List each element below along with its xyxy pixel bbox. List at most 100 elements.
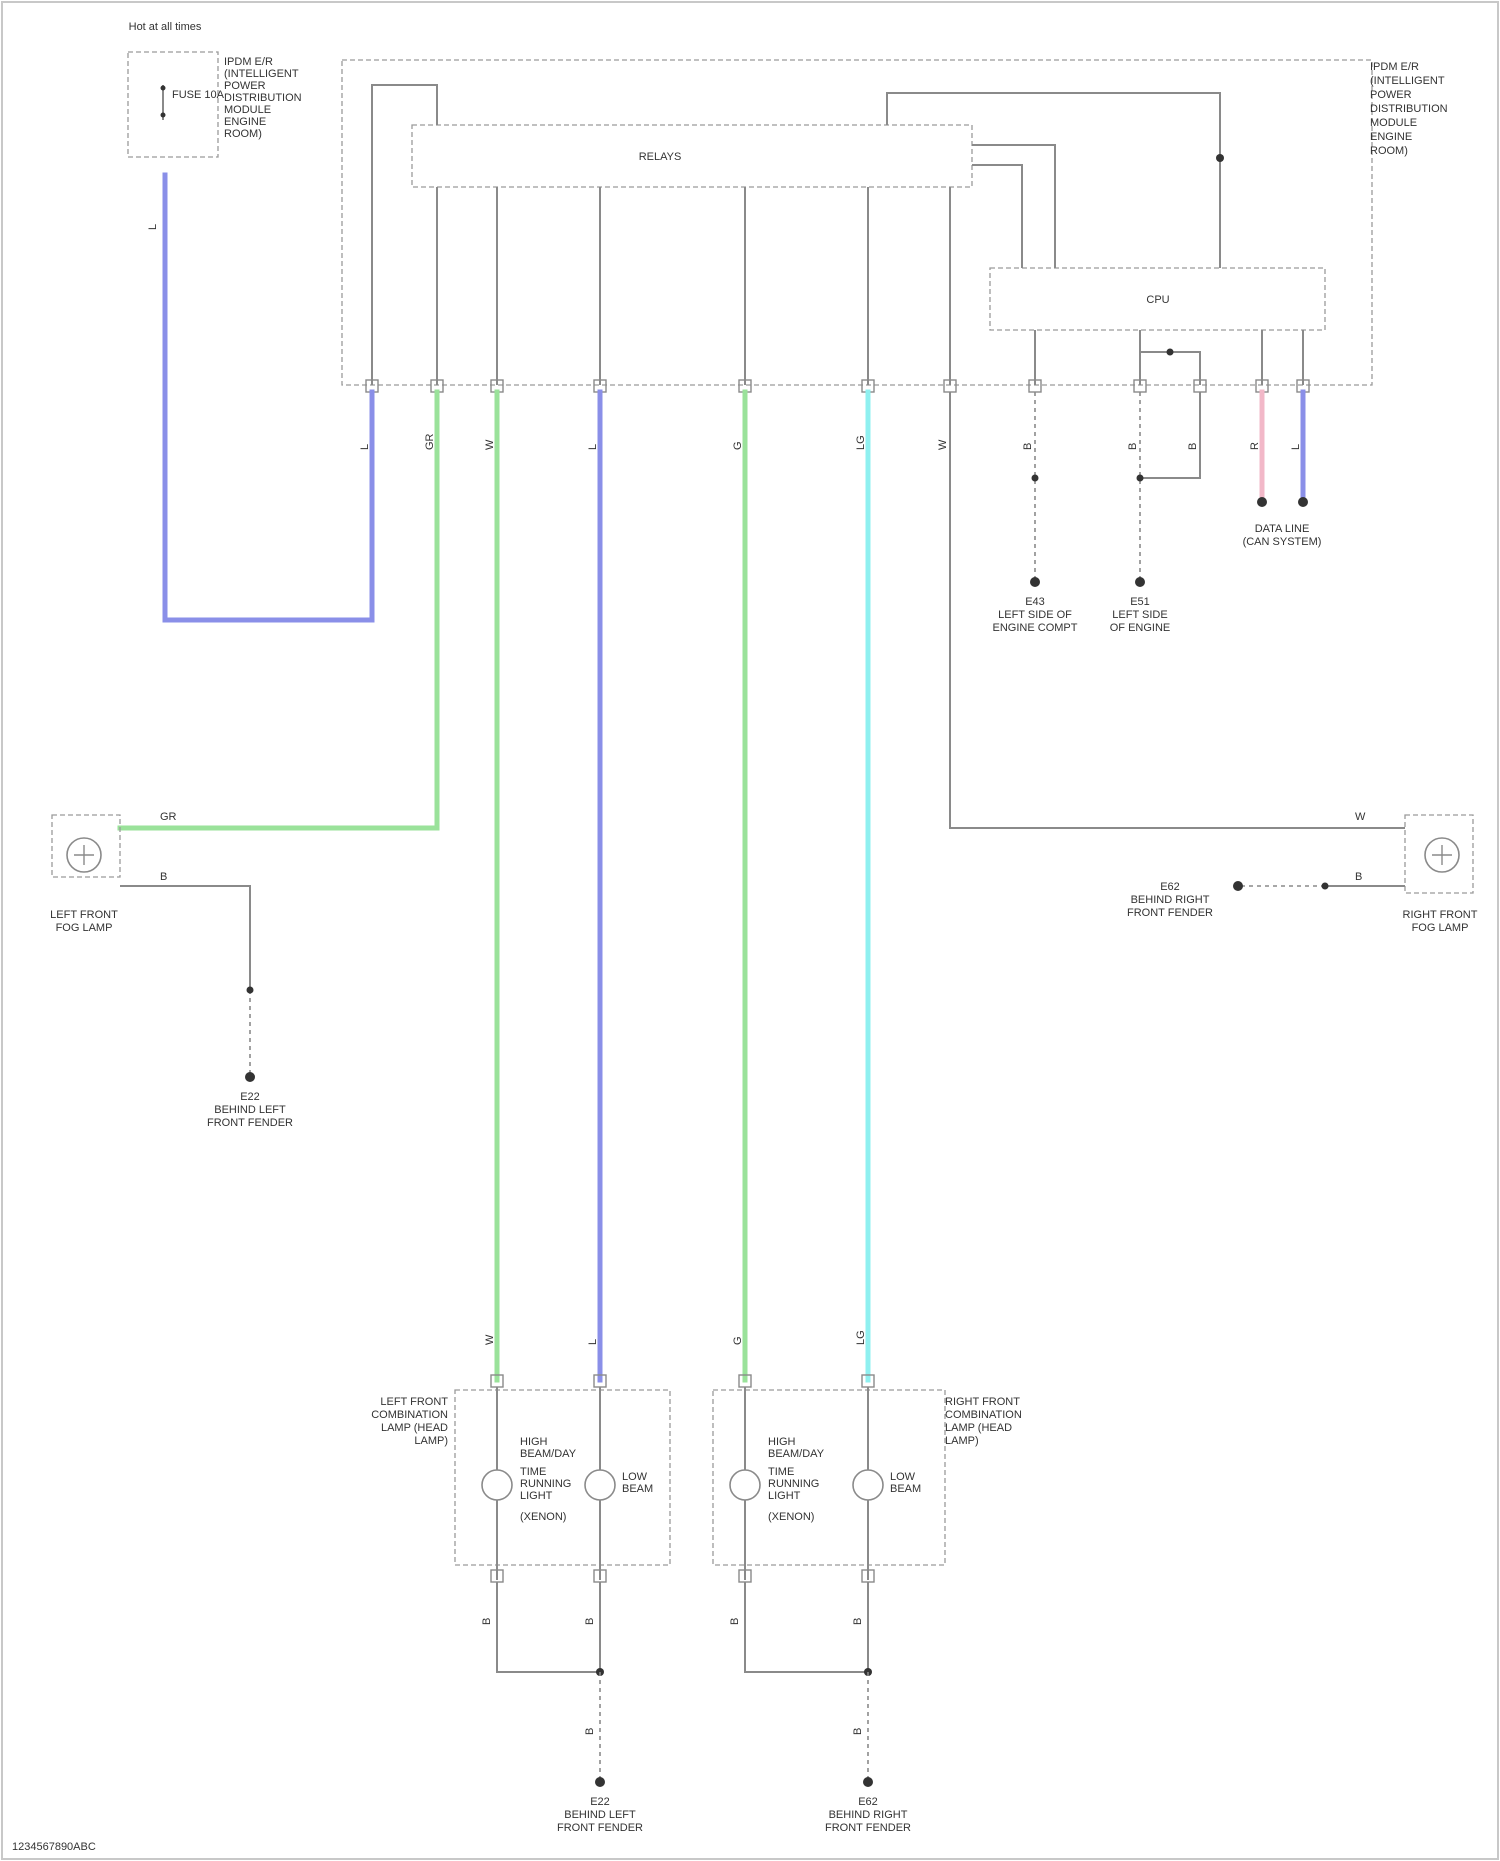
ground-e51-terminal (1135, 577, 1145, 587)
right-combo-ground-terminal (863, 1777, 873, 1787)
right-fog-ground-terminal (1233, 881, 1243, 891)
ipdm-module: RELAYS CPU IPDM E/R (INTELLIGENT POWER D… (342, 60, 1448, 392)
right-high-label-4: LIGHT (768, 1490, 801, 1502)
ipdm-wire-label-6: LG (855, 435, 867, 450)
right-fog-lamp: W B RIGHT FRONT FOG LAMP E62 BEHIND RIGH… (1127, 811, 1478, 934)
right-fog-wire-top: W (1355, 811, 1366, 823)
ipdm-wire-label-9: B (1127, 443, 1139, 450)
ipdm-internal-wire-4 (972, 165, 1022, 268)
fuse-block: Hot at all times FUSE 10A IPDM E/R (INTE… (128, 21, 302, 230)
cpu-label: CPU (1146, 294, 1169, 306)
right-combination-lamp: RIGHT FRONT COMBINATION LAMP (HEAD LAMP)… (713, 1330, 1022, 1834)
ipdm-wire-label-4: L (587, 444, 599, 450)
ipdm-drop-b2 (1140, 330, 1200, 385)
fuse-pin-bottom (161, 113, 166, 118)
left-combo-label-0: LEFT FRONT (380, 1396, 448, 1408)
right-combo-ground-0: E62 (858, 1796, 878, 1808)
right-combo-label-0: RIGHT FRONT (945, 1396, 1020, 1408)
can-label-0: DATA LINE (1255, 523, 1310, 535)
fuse-label: FUSE 10A (172, 89, 225, 101)
ground-e43-label-2: ENGINE COMPT (993, 622, 1078, 634)
right-combo-wire-lg: LG (855, 1330, 867, 1345)
ipdm-wire-label-5: G (732, 441, 744, 450)
can-pin-2 (1298, 497, 1308, 507)
right-high-label-5: (XENON) (768, 1511, 814, 1523)
ipdm-wire-label-7: W (937, 439, 949, 450)
relay-block (412, 125, 972, 187)
right-high-label-0: HIGH (768, 1436, 796, 1448)
ipdm-wire-label-12: L (1290, 444, 1302, 450)
left-high-label-4: LIGHT (520, 1490, 553, 1502)
relay-label: RELAYS (639, 151, 682, 163)
ipdm-side-text-0: IPDM E/R (1370, 61, 1419, 73)
right-fog-wire-bottom: B (1355, 871, 1362, 883)
fuse-block-title: Hot at all times (129, 21, 202, 33)
right-combo-label-3: LAMP) (945, 1435, 979, 1447)
left-combo-ground-terminal (595, 1777, 605, 1787)
left-combo-label-2: LAMP (HEAD (381, 1422, 448, 1434)
ground-e51-junction (1137, 475, 1144, 482)
right-combo-wire-b-1: B (852, 1618, 864, 1625)
right-high-label-3: RUNNING (768, 1478, 819, 1490)
can-label-1: (CAN SYSTEM) (1243, 536, 1322, 548)
left-combo-wire-w: W (484, 1334, 496, 1345)
left-combo-wire-b-1: B (584, 1618, 596, 1625)
left-fog-lamp: GR B LEFT FRONT FOG LAMP E22 BEHIND LEFT… (50, 811, 293, 1129)
ipdm-wire-label-2: GR (424, 433, 436, 450)
left-fog-ground-2: FRONT FENDER (207, 1117, 293, 1129)
fuse-pin-top (161, 86, 166, 91)
left-high-label-2: TIME (520, 1466, 546, 1478)
ipdm-ground-junction (1167, 349, 1174, 356)
right-fog-junction (1322, 883, 1329, 890)
right-low-label-1: BEAM (890, 1483, 921, 1495)
ground-e43-label-0: E43 (1025, 596, 1045, 608)
left-fog-junction (247, 987, 254, 994)
ipdm-side-text-4: MODULE (1370, 117, 1417, 129)
ipdm-side-text-3: DISTRIBUTION (1370, 103, 1448, 115)
ground-e51-label-0: E51 (1130, 596, 1150, 608)
ground-e43-label-1: LEFT SIDE OF (998, 609, 1072, 621)
ipdm-side-text-5: ENGINE (1370, 131, 1412, 143)
fuse-block-outline (128, 52, 218, 157)
right-fog-ground-0: E62 (1160, 881, 1180, 893)
right-combo-wire-b-0: B (729, 1618, 741, 1625)
right-low-beam-bulb-icon (853, 1470, 883, 1500)
ground-e43-terminal (1030, 577, 1040, 587)
left-fog-ground-1: BEHIND LEFT (214, 1104, 286, 1116)
left-fog-ground-wire (120, 886, 250, 990)
ipdm-wire-label-8: B (1022, 443, 1034, 450)
left-high-label-5: (XENON) (520, 1511, 566, 1523)
right-fog-ground-2: FRONT FENDER (1127, 907, 1213, 919)
right-combo-label-2: LAMP (HEAD (945, 1422, 1012, 1434)
left-combo-wire-b-0: B (481, 1618, 493, 1625)
ipdm-wire-label-3: W (484, 439, 496, 450)
left-high-beam-bulb-icon (482, 1470, 512, 1500)
ipdm-side-text-6: ROOM) (1370, 145, 1408, 157)
left-fog-label-0: LEFT FRONT (50, 909, 118, 921)
fuse-side-text-4: MODULE (224, 104, 271, 116)
right-combo-wire-b-2: B (852, 1728, 864, 1735)
can-pin-1 (1257, 497, 1267, 507)
ipdm-side-text-2: POWER (1370, 89, 1412, 101)
right-fog-label-0: RIGHT FRONT (1403, 909, 1478, 921)
left-combo-ground-1: BEHIND LEFT (564, 1809, 636, 1821)
left-combo-ground-wire (497, 1582, 600, 1672)
left-fog-ground-terminal (245, 1072, 255, 1082)
right-combo-ground-2: FRONT FENDER (825, 1822, 911, 1834)
footer-id: 1234567890ABC (12, 1841, 96, 1853)
left-combo-label-3: LAMP) (414, 1435, 448, 1447)
ipdm-side-text-1: (INTELLIGENT (1370, 75, 1445, 87)
left-low-label-0: LOW (622, 1471, 648, 1483)
left-combo-wire-l: L (587, 1339, 599, 1345)
fuse-side-text-5: ENGINE (224, 116, 266, 128)
left-fog-ground-0: E22 (240, 1091, 260, 1103)
left-high-label-0: HIGH (520, 1436, 548, 1448)
fuse-side-text-2: POWER (224, 80, 266, 92)
right-high-label-1: BEAM/DAY (768, 1448, 825, 1460)
ipdm-wire-label-10: B (1187, 443, 1199, 450)
left-high-label-3: RUNNING (520, 1478, 571, 1490)
right-combo-ground-wire (745, 1582, 868, 1672)
right-combo-label-1: COMBINATION (945, 1409, 1022, 1421)
ground-e43-junction (1032, 475, 1039, 482)
